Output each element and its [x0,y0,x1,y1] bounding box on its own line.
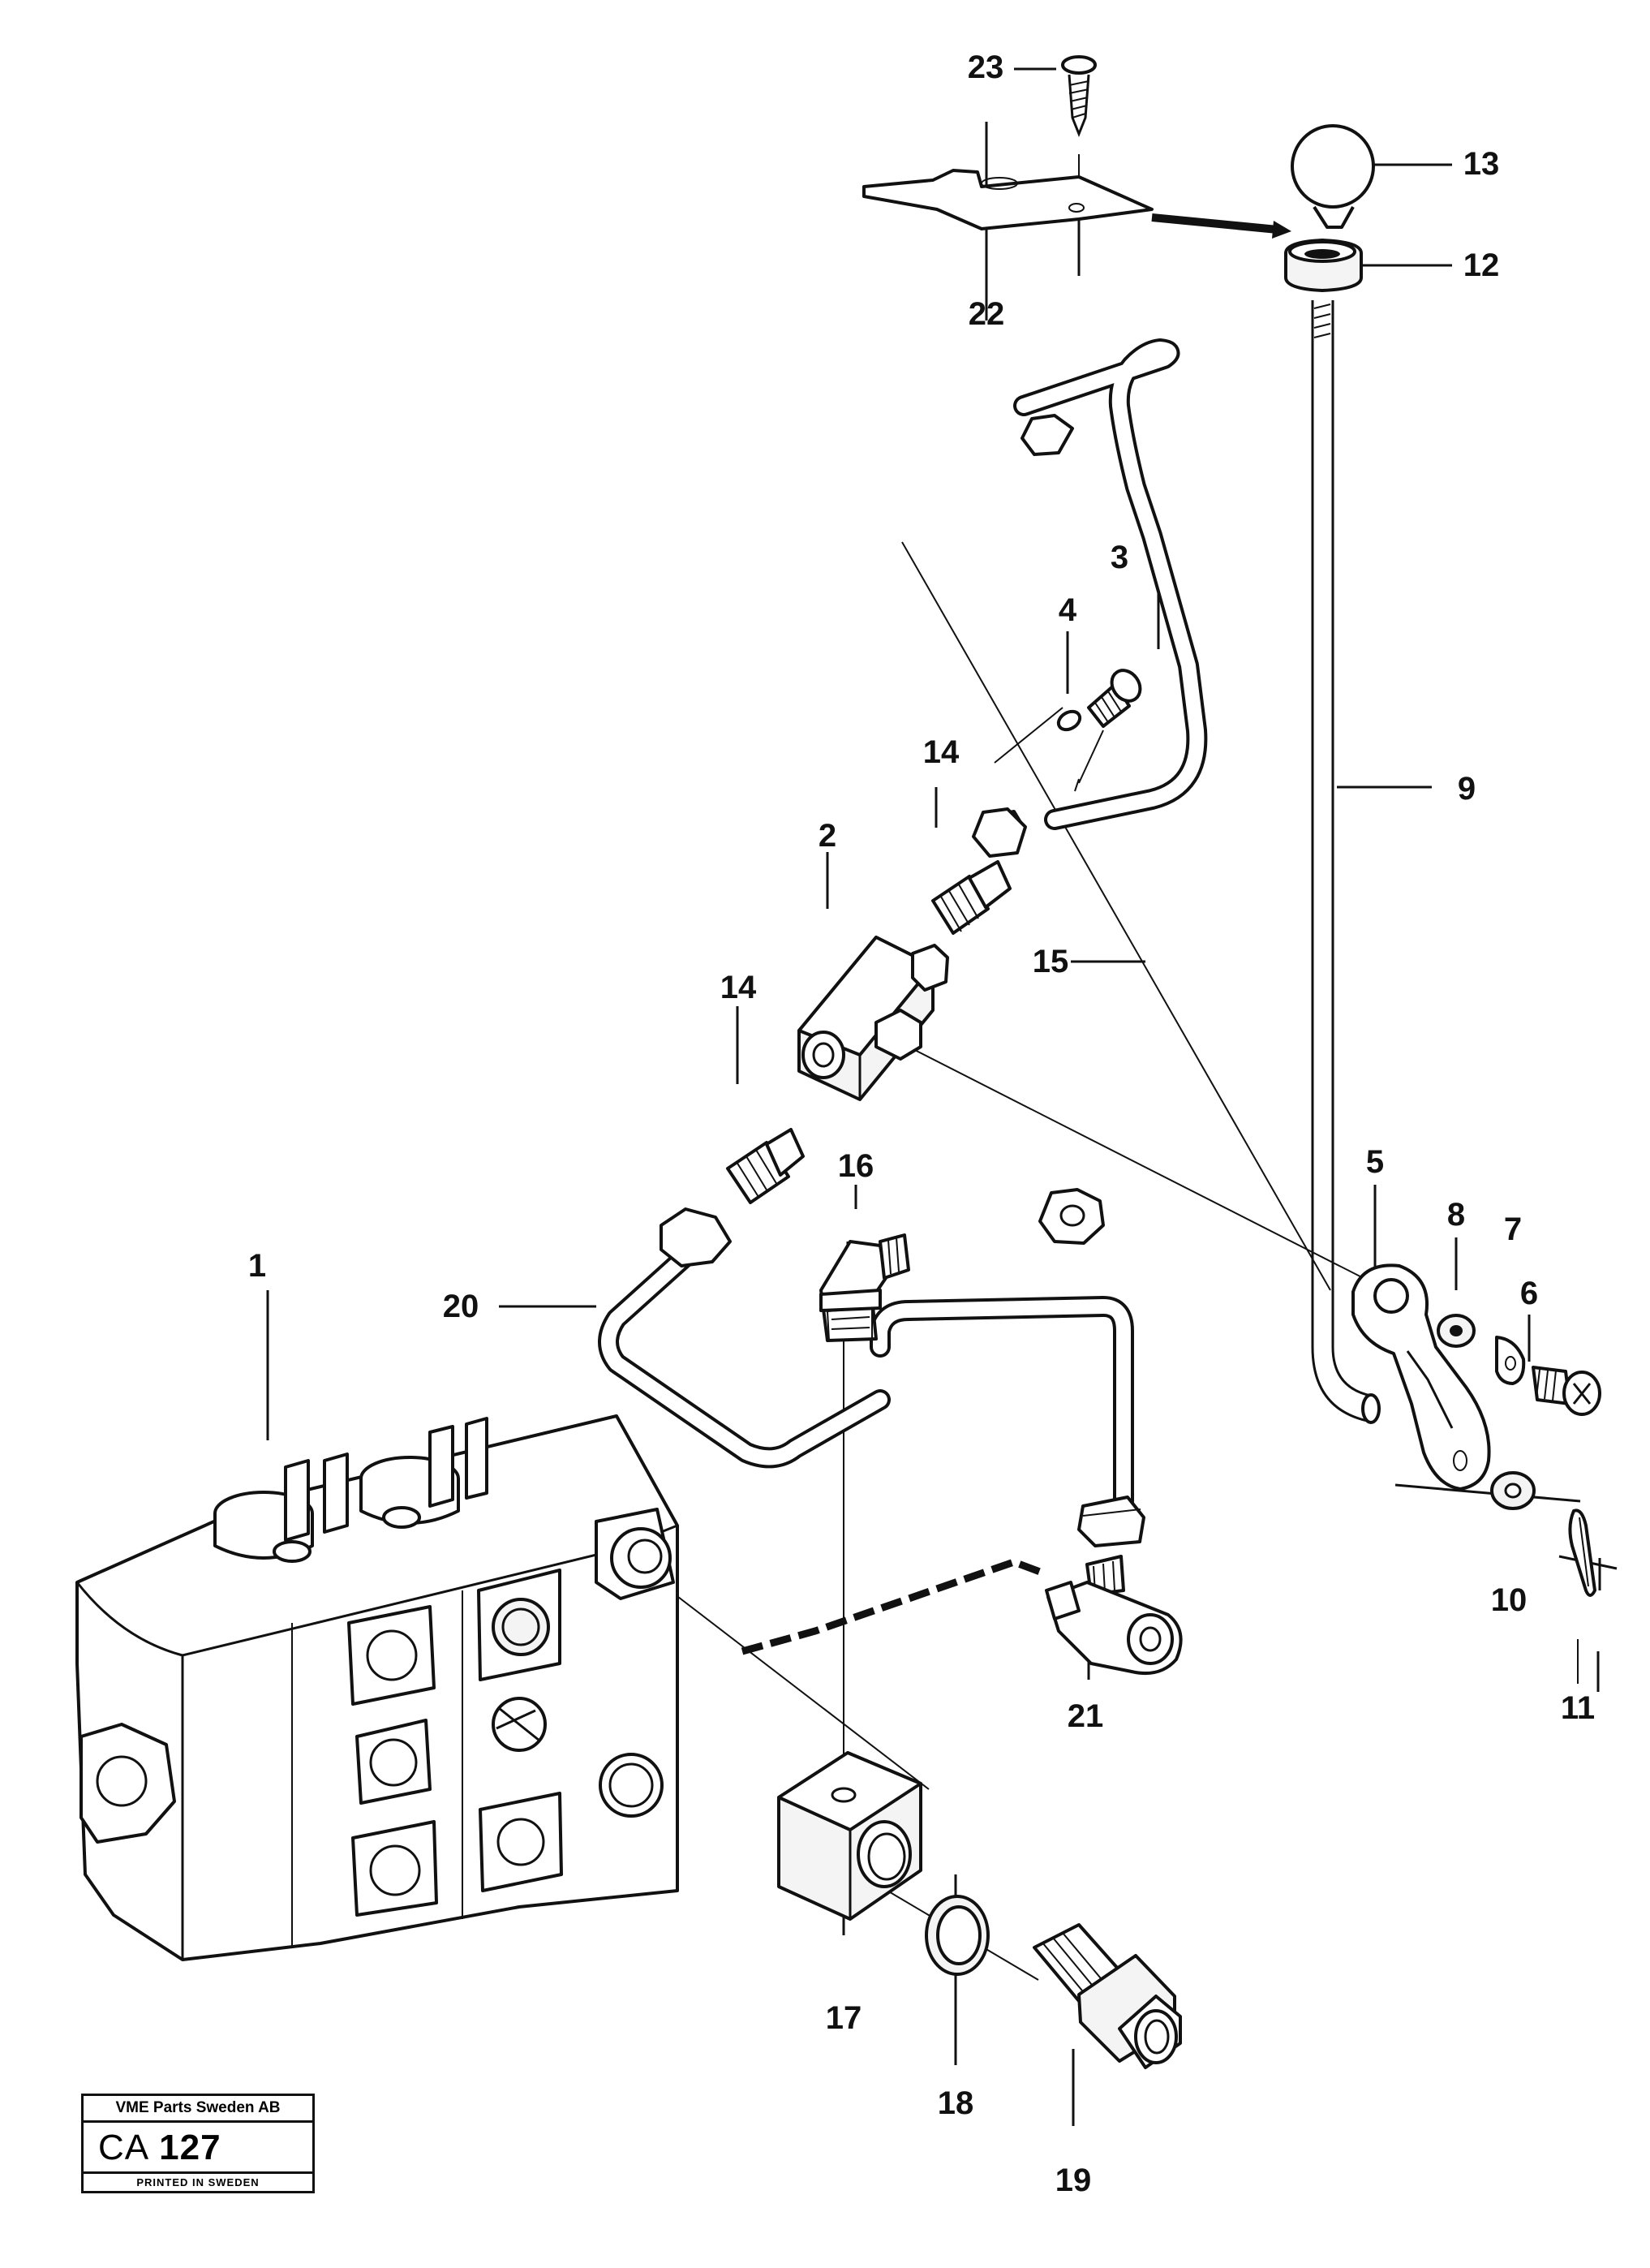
connector-block-2 [797,936,949,1101]
stamp-code-number: 127 [159,2128,221,2167]
screw-3 [1087,669,1142,728]
knob-13 [1291,124,1375,229]
pipe-21 [870,1296,1134,1512]
nut-15-upper [978,414,1074,849]
callout-label-15: 15 [1033,944,1069,979]
nipple-19 [1033,1923,1182,2069]
callout-label-22: 22 [969,296,1005,332]
callout-label-14-upper: 14 [923,734,960,770]
callout-label-16: 16 [838,1148,874,1184]
callout-label-23: 23 [968,49,1004,85]
callout-label-14-lower: 14 [720,970,757,1005]
lever-5 [1351,1263,1491,1491]
split-pin-11 [1568,1508,1596,1597]
pipe-20 [598,1235,891,1469]
rod-9 [1311,300,1381,1424]
callout-label-3: 3 [1111,540,1128,575]
callout-label-13: 13 [1463,146,1500,182]
stamp-printed: PRINTED IN SWEDEN [84,2171,312,2191]
screw-6 [1532,1366,1601,1416]
callout-label-5: 5 [1366,1144,1384,1180]
bracket-22 [862,169,1154,230]
callout-label-20: 20 [443,1289,479,1324]
stamp-code-prefix: CA [98,2128,150,2167]
leader-lines [266,67,1618,2126]
callout-label-19: 19 [1055,2163,1092,2198]
callout-label-4: 4 [1059,592,1077,628]
nut-20 [660,1207,732,1267]
callout-label-21: 21 [1068,1698,1104,1734]
nut-15-top [972,807,1027,858]
callout-label-2: 2 [819,818,836,854]
callout-label-18: 18 [938,2085,974,2121]
callout-label-6: 6 [1520,1276,1538,1311]
callout-label-11: 11 [1561,1690,1595,1726]
seal-ring-18 [925,1895,990,1976]
washer-8 [1437,1314,1476,1348]
pipe-15 [1013,338,1208,830]
valve-body-1 [75,1414,679,1961]
screw-23 [1061,55,1097,138]
callout-label-8: 8 [1447,1197,1465,1233]
callout-labels: 1 2 3 4 5 6 7 8 9 10 11 12 13 14 14 15 1… [248,49,1595,2198]
callout-label-10: 10 [1491,1582,1528,1618]
nut-15-lower [1038,1188,1105,1245]
grommet-12 [1284,239,1363,292]
callout-label-7: 7 [1504,1211,1522,1247]
elbow-16 [819,1233,910,1342]
nut-21-pipe [1077,1496,1145,1547]
callout-label-17: 17 [826,2000,862,2036]
tee-21 [1045,1555,1183,1676]
callout-label-9: 9 [1458,771,1476,807]
union-14-upper [931,860,1012,935]
block-17 [777,1751,922,1921]
hose-dashed [741,1558,1048,1655]
stamp-company: VME Parts Sweden AB [84,2096,312,2123]
callout-label-1: 1 [248,1248,266,1284]
union-14-lower [726,1128,805,1204]
clip-7 [1495,1336,1526,1385]
washer-4 [1056,709,1082,732]
washer-10 [1490,1471,1536,1510]
callout-label-12: 12 [1463,247,1500,283]
